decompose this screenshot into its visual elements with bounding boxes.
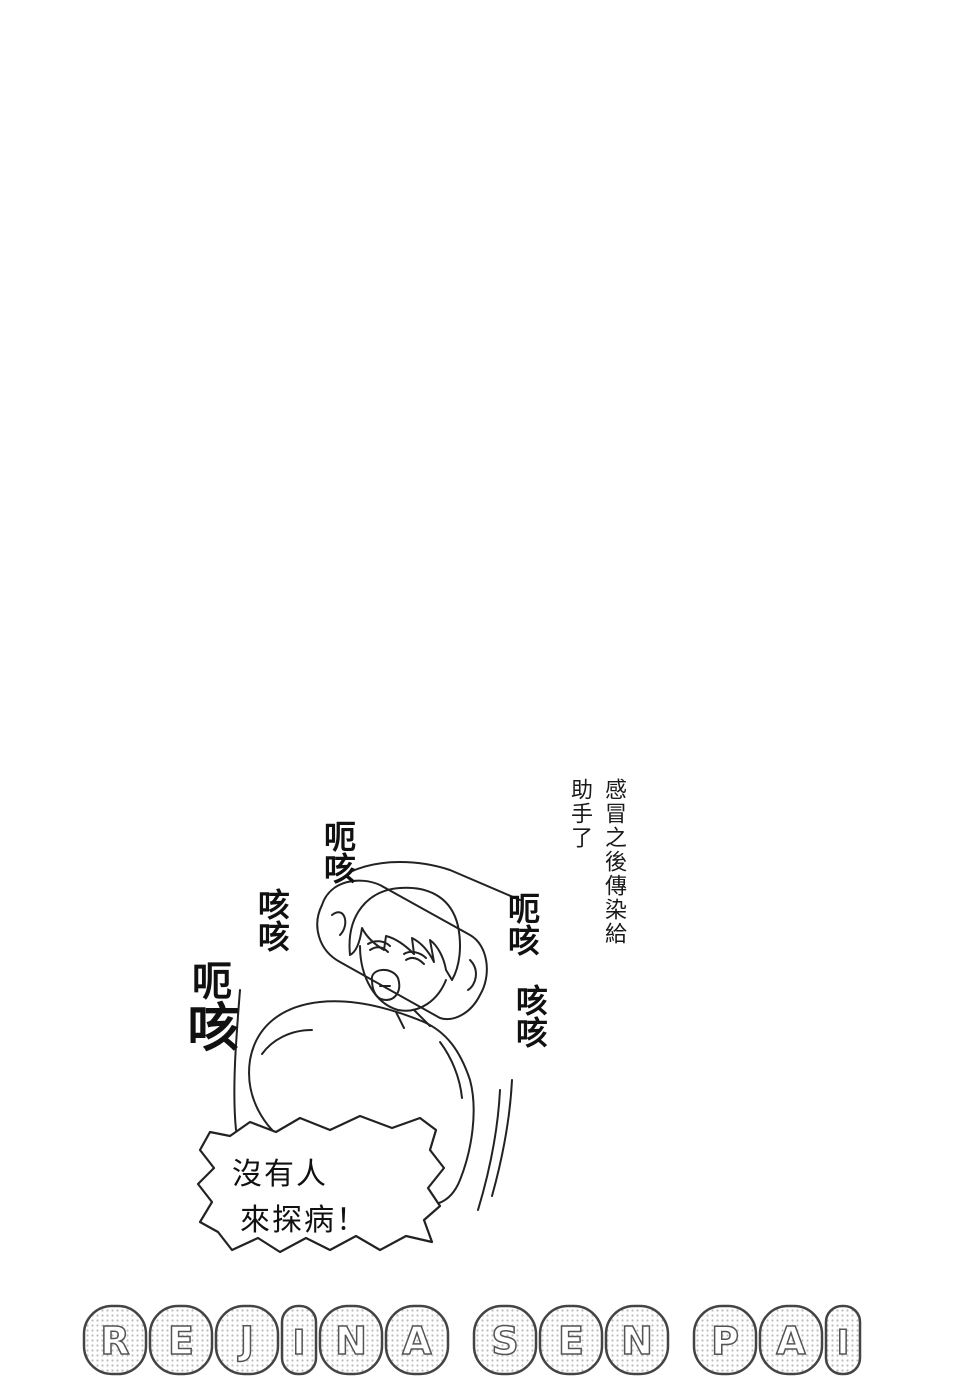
- open-mouth: [370, 969, 401, 1001]
- speech-bubble-text: 沒有人 來探病！: [232, 1152, 368, 1244]
- banner-letter: N: [318, 1304, 384, 1376]
- banner-letter: P: [692, 1304, 758, 1376]
- banner-letter-glyph: I: [837, 1323, 850, 1363]
- banner-letter: E: [148, 1304, 214, 1376]
- banner-letter-glyph: I: [293, 1323, 306, 1363]
- sfx-char: 咳: [511, 984, 549, 1016]
- cough-sfx-right-low: 咳咳: [511, 984, 549, 1048]
- cough-sfx-left-middle: 咳咳: [253, 888, 291, 952]
- sfx-char: 咳: [319, 852, 357, 884]
- character-hair: [348, 886, 461, 981]
- banner-letter: I: [280, 1304, 318, 1376]
- sfx-char: 咳: [253, 888, 291, 920]
- cough-sfx-right-top: 呃咳: [503, 892, 541, 956]
- side-note-column-1: 感冒之後傳染給: [601, 778, 626, 946]
- banner-letter-glyph: P: [711, 1319, 739, 1363]
- banner-letter-glyph: S: [491, 1319, 518, 1363]
- side-note-column-2: 助手了: [567, 778, 592, 850]
- sfx-char-large: 咳: [178, 1000, 238, 1052]
- banner-letter: E: [538, 1304, 604, 1376]
- banner-letter-glyph: E: [168, 1319, 194, 1363]
- cough-sfx-left-top: 呃咳: [319, 820, 357, 884]
- bubble-line-1: 沒有人: [232, 1157, 328, 1192]
- cough-sfx-left-low: 呃咳: [178, 960, 238, 1052]
- sfx-char: 咳: [503, 924, 541, 956]
- sfx-char: 咳: [253, 920, 291, 952]
- bubble-line-2: 來探病！: [240, 1203, 368, 1238]
- sfx-char: 呃: [319, 820, 357, 852]
- banner-letter: J: [214, 1304, 280, 1376]
- banner-letter: N: [604, 1304, 670, 1376]
- banner-letter: I: [824, 1304, 862, 1376]
- banner-letter-glyph: N: [335, 1319, 367, 1363]
- spiky-speech-bubble: [196, 1114, 446, 1254]
- pillow: [316, 879, 488, 1020]
- banner-letter: A: [384, 1304, 450, 1376]
- banner-letter-glyph: R: [100, 1319, 129, 1363]
- sfx-char: 呃: [503, 892, 541, 924]
- banner-letter-glyph: N: [621, 1319, 653, 1363]
- sfx-char: 咳: [511, 1016, 549, 1048]
- banner-letter: A: [758, 1304, 824, 1376]
- sfx-char: 呃: [185, 960, 231, 1000]
- banner-letter-glyph: A: [776, 1319, 806, 1363]
- banner-letter-glyph: A: [402, 1319, 432, 1363]
- banner-letter: R: [82, 1304, 148, 1376]
- banner-letter: S: [472, 1304, 538, 1376]
- banner-letter-glyph: E: [558, 1319, 584, 1363]
- banner-letter-glyph: J: [237, 1319, 254, 1363]
